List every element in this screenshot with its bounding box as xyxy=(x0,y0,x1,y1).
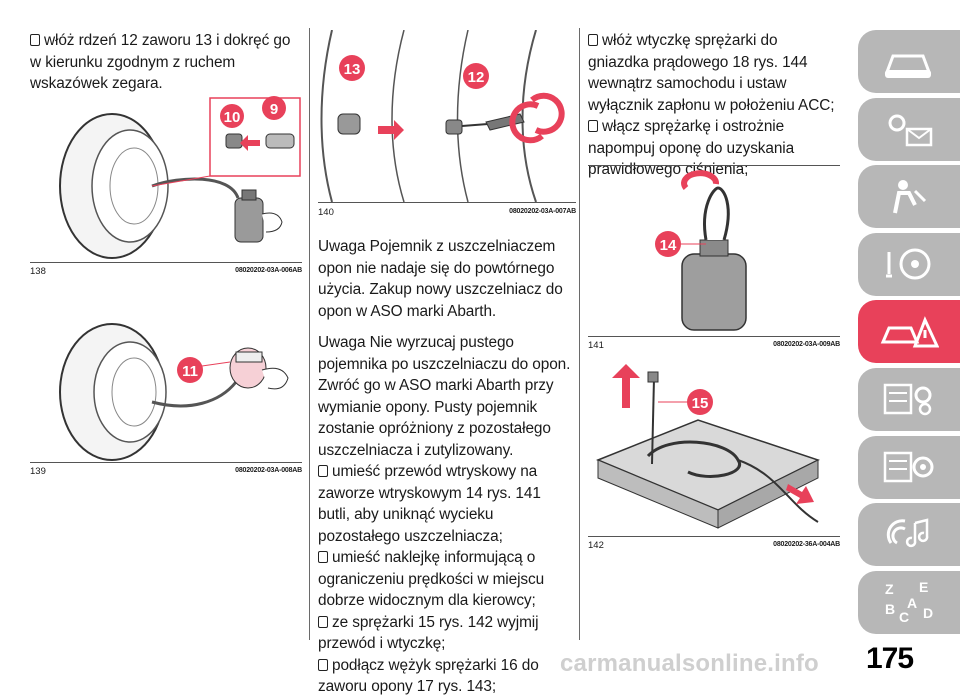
tab-multimedia[interactable] xyxy=(858,503,960,567)
compressor-illustration: 15 xyxy=(596,364,820,529)
badge-15: 15 xyxy=(692,395,709,412)
chapter-tabs: Z E A B C D xyxy=(858,30,960,638)
valve-core-illustration: 13 12 xyxy=(320,30,565,202)
bullet-checkbox-icon xyxy=(318,549,332,566)
badge-10: 10 xyxy=(224,109,241,126)
notes-and-steps: Uwaga Pojemnik z uszczelniaczem opon nie… xyxy=(318,236,576,698)
badge-9: 9 xyxy=(270,101,278,118)
figure-139: 11 xyxy=(30,312,302,463)
svg-text:Z: Z xyxy=(885,581,894,597)
svg-text:D: D xyxy=(923,605,933,621)
tab-index[interactable]: Z E A B C D xyxy=(858,570,960,634)
multimedia-icon xyxy=(886,518,929,547)
step-item: podłącz wężyk sprężarki 16 do zaworu opo… xyxy=(318,656,539,696)
sealant-bottle-illustration: 11 xyxy=(59,323,289,461)
step-item: ze sprężarki 15 rys. 142 wyjmij przewód … xyxy=(318,613,539,653)
bullet-checkbox-icon xyxy=(30,32,44,49)
tab-technical-data[interactable] xyxy=(858,435,960,499)
injection-valve-illustration: 14 xyxy=(655,170,747,331)
bullet-checkbox-icon xyxy=(588,118,602,135)
technical-data-icon xyxy=(883,451,934,483)
svg-text:C: C xyxy=(899,609,909,624)
tab-emergency[interactable] xyxy=(858,300,960,364)
step-item: umieść naklejkę informującą o ograniczen… xyxy=(318,549,545,609)
note-return-container: Uwaga Nie wyrzucaj pustego pojemnika po … xyxy=(318,334,571,459)
tab-starting-driving[interactable] xyxy=(858,232,960,296)
svg-text:E: E xyxy=(919,580,928,595)
tab-dashboard[interactable] xyxy=(858,30,960,93)
steps-right: włóż wtyczkę sprężarki do gniazdka prądo… xyxy=(588,30,840,181)
safety-airbag-icon xyxy=(893,179,927,214)
column-divider xyxy=(579,28,580,640)
tab-warning-lights[interactable] xyxy=(858,97,960,161)
badge-11: 11 xyxy=(182,363,198,380)
figure-138: 10 9 xyxy=(30,94,302,263)
maintenance-icon xyxy=(883,384,932,416)
figure-142: 15 xyxy=(588,364,840,537)
bullet-checkbox-icon xyxy=(318,614,332,631)
divider xyxy=(588,165,840,166)
starting-driving-icon xyxy=(886,248,931,280)
note-single-use: Uwaga Pojemnik z uszczelniaczem opon nie… xyxy=(318,238,563,320)
bullet-checkbox-icon xyxy=(588,32,602,49)
car-dashboard-icon xyxy=(884,54,932,78)
emergency-icon xyxy=(880,316,939,348)
figure-140: 13 12 xyxy=(318,30,576,203)
column-divider xyxy=(309,28,310,640)
badge-12: 12 xyxy=(468,69,485,86)
badge-13: 13 xyxy=(344,61,361,78)
tire-sealant-illustration: 10 9 xyxy=(59,96,301,259)
intro-text: włóż rdzeń 12 zaworu 13 i dokręć go w ki… xyxy=(30,32,291,92)
figure-141: 14 xyxy=(588,166,840,337)
bullet-checkbox-icon xyxy=(318,657,332,674)
svg-text:A: A xyxy=(907,595,917,611)
index-icon: Z E A B C D xyxy=(885,580,933,624)
page-number: 175 xyxy=(866,642,914,675)
step-item: włóż wtyczkę sprężarki do gniazdka prądo… xyxy=(588,32,835,114)
tab-maintenance[interactable] xyxy=(858,367,960,431)
svg-text:B: B xyxy=(885,601,895,617)
watermark: carmanualsonline.info xyxy=(560,650,819,677)
bullet-checkbox-icon xyxy=(318,463,332,480)
badge-14: 14 xyxy=(660,237,677,254)
step-item: umieść przewód wtryskowy na zaworze wtry… xyxy=(318,463,541,545)
warning-lights-icon xyxy=(888,114,933,147)
tab-safety[interactable] xyxy=(858,165,960,229)
